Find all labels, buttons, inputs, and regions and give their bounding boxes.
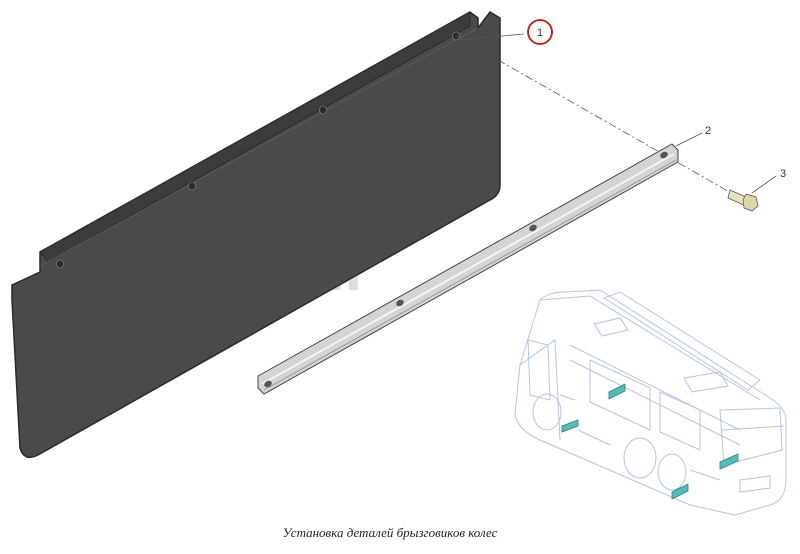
callout-3-number: 3 xyxy=(780,168,786,180)
callout-3-leader xyxy=(751,175,777,194)
bolt-part xyxy=(727,189,759,212)
mud-flap-part xyxy=(11,11,501,459)
diagram-caption: Установка деталей брызговиков колес xyxy=(0,525,800,541)
mounting-strip-part xyxy=(257,143,679,395)
callout-1-leader xyxy=(457,33,525,41)
caption-text: Установка деталей брызговиков колес xyxy=(282,525,498,540)
assembly-axis-line xyxy=(455,35,741,199)
callout-2-leader xyxy=(675,132,703,147)
bus-location-view xyxy=(514,289,787,516)
callout-1-highlight-circle xyxy=(527,19,553,45)
flap-location-markers xyxy=(561,383,739,500)
callout-2-number: 2 xyxy=(705,125,711,137)
callout-1-number: 1 xyxy=(537,27,543,39)
